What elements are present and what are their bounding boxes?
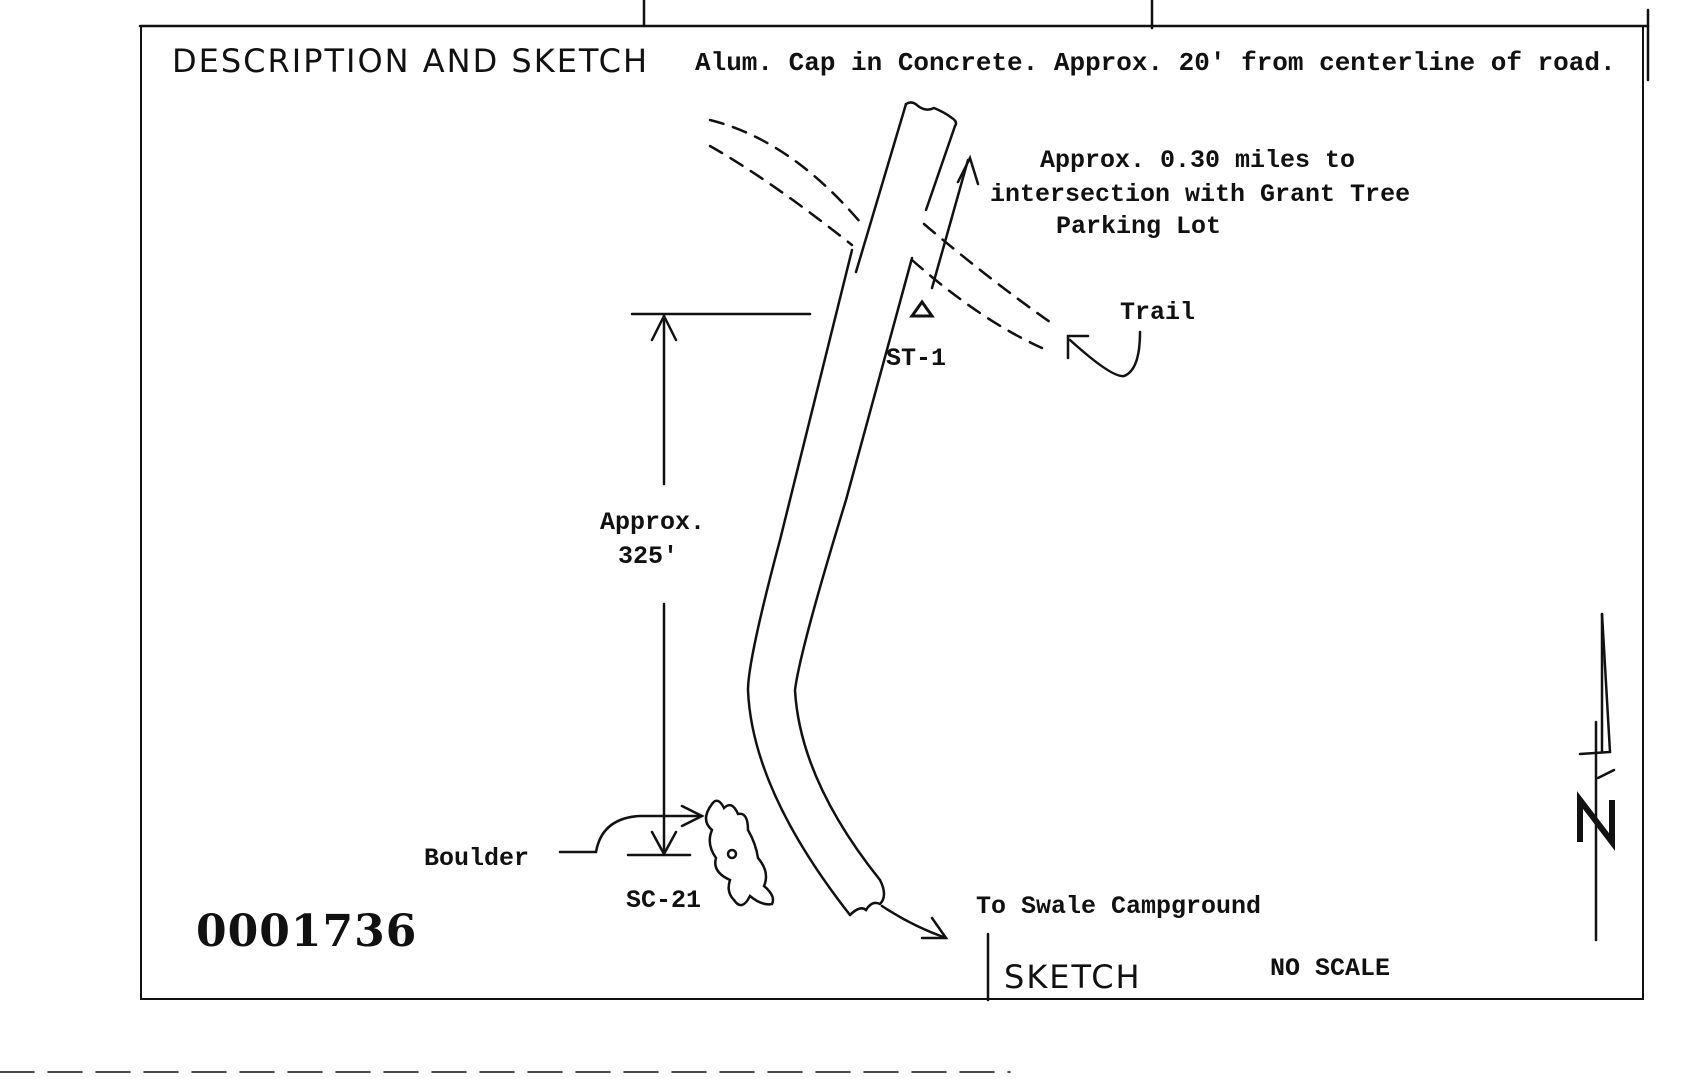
form-frame xyxy=(140,26,1644,1000)
arrow-head xyxy=(650,313,678,342)
section-heading: DESCRIPTION AND SKETCH xyxy=(172,42,649,80)
sc21-marker xyxy=(726,848,738,860)
road-break-bottom xyxy=(848,878,886,917)
boulder-leader xyxy=(558,814,702,854)
document-number: 0001736 xyxy=(196,906,418,957)
road-right-edge xyxy=(793,124,957,882)
arrow-head xyxy=(956,154,980,186)
trail-dashed xyxy=(708,118,862,224)
st1-triangle-marker xyxy=(909,299,935,318)
dimension-label-line1: Approx. xyxy=(600,508,706,537)
trail-label: Trail xyxy=(1120,298,1196,327)
north-arrow-head xyxy=(1578,612,1612,756)
station-st1-label: ST-1 xyxy=(886,344,947,373)
campground-note: To Swale Campground xyxy=(976,892,1262,921)
boulder-outline xyxy=(704,799,775,907)
sketch-box-label: SKETCH xyxy=(1004,958,1142,996)
road-break-top xyxy=(904,101,958,128)
grant-tree-note-line3: Parking Lot xyxy=(1056,212,1222,241)
arrow-grant-tree xyxy=(930,158,970,290)
trail-dashed xyxy=(708,144,854,247)
station-description: Alum. Cap in Concrete. Approx. 20' from … xyxy=(695,48,1616,78)
arrow-campground xyxy=(880,904,948,940)
grant-tree-note-line2: intersection with Grant Tree xyxy=(990,180,1411,209)
scale-label: NO SCALE xyxy=(1270,954,1391,983)
arrow-head xyxy=(1066,334,1090,360)
trail-leader xyxy=(1068,330,1142,378)
arrow-head xyxy=(680,804,705,828)
grant-tree-note-line1: Approx. 0.30 miles to xyxy=(1040,146,1356,175)
north-n-icon xyxy=(1577,791,1615,851)
trail-dashed xyxy=(910,258,1044,350)
station-sc21-label: SC-21 xyxy=(626,886,702,915)
trail-dashed xyxy=(922,222,1052,324)
dimension-label-line2: 325' xyxy=(618,542,679,571)
arrow-head xyxy=(920,916,949,940)
boulder-label: Boulder xyxy=(424,844,530,873)
road-left-edge xyxy=(746,102,908,917)
